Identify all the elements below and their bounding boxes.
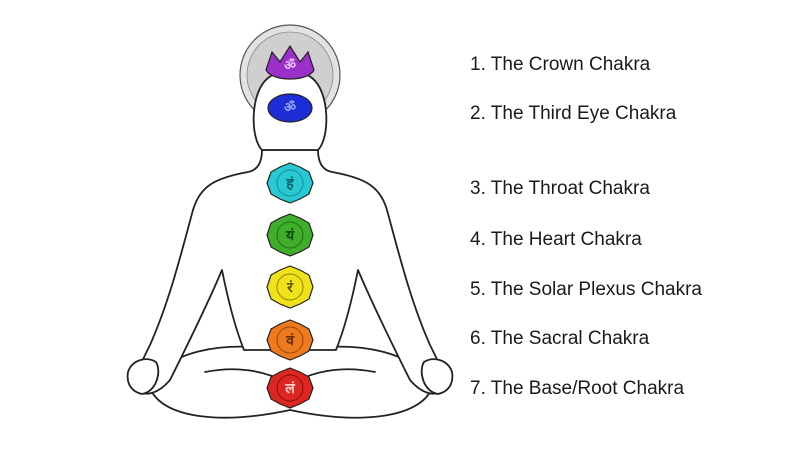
solar-plexus-circle (276, 273, 304, 301)
solar-plexus-chakra-symbol: रं (266, 265, 314, 309)
label-third-eye-chakra: 2. The Third Eye Chakra (470, 103, 677, 124)
heart-circle (276, 221, 304, 249)
sacral-glyph: वं (285, 333, 295, 349)
sacral-circle (276, 326, 304, 354)
throat-glyph: हं (285, 176, 294, 192)
sacral-chakra-symbol: वं (266, 319, 314, 361)
third-eye-glyph: ॐ (284, 100, 296, 116)
solar-plexus-petals (266, 265, 314, 309)
crown-glyph: ॐ (284, 58, 296, 74)
throat-circle (276, 169, 304, 197)
label-root-chakra: 7. The Base/Root Chakra (470, 378, 685, 399)
heart-petals (266, 213, 314, 257)
heart-glyph: यं (285, 228, 295, 244)
label-heart-chakra: 4. The Heart Chakra (470, 229, 642, 250)
third-eye-petals (267, 93, 313, 123)
root-petals (266, 367, 314, 409)
root-circle (276, 374, 304, 402)
root-glyph: लं (284, 381, 295, 397)
solar-plexus-glyph: रं (286, 280, 294, 296)
third-eye-chakra-symbol: ॐ (267, 93, 313, 123)
throat-chakra-symbol: हं (266, 162, 314, 204)
crown-petals (265, 44, 315, 80)
label-throat-chakra: 3. The Throat Chakra (470, 178, 650, 199)
root-chakra-symbol: लं (266, 367, 314, 409)
label-solar-plexus-chakra: 5. The Solar Plexus Chakra (470, 279, 702, 300)
sacral-petals (266, 319, 314, 361)
crown-chakra-symbol: ॐ (265, 44, 315, 80)
label-crown-chakra: 1. The Crown Chakra (470, 54, 651, 75)
throat-petals (266, 162, 314, 204)
heart-chakra-symbol: यं (266, 213, 314, 257)
chakra-label-list: 1. The Crown Chakra 2. The Third Eye Cha… (470, 0, 790, 455)
label-sacral-chakra: 6. The Sacral Chakra (470, 328, 650, 349)
